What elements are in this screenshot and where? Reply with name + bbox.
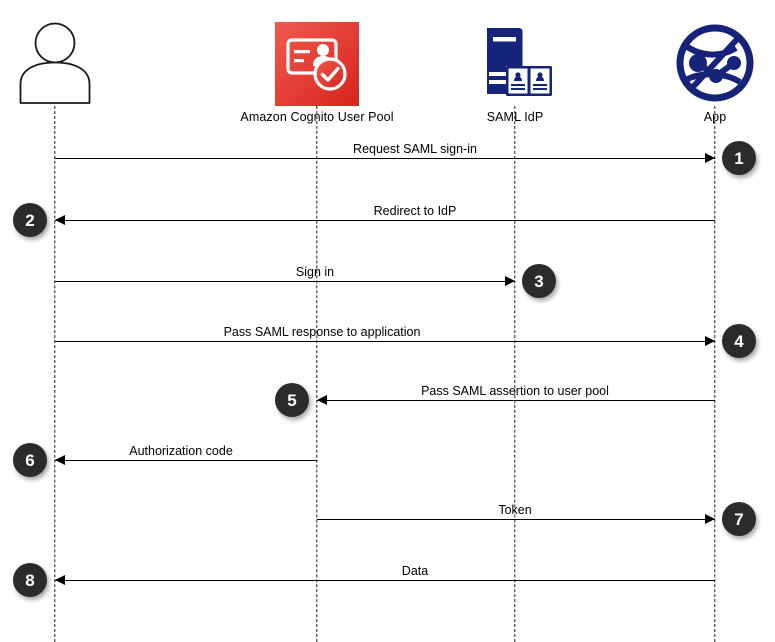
message-line-8 xyxy=(55,580,715,581)
app-globe-network-icon xyxy=(674,22,756,109)
step-badge-6: 6 xyxy=(13,443,47,477)
lifeline-cognito xyxy=(316,106,318,642)
arrow-head-1 xyxy=(705,153,715,163)
arrow-head-6 xyxy=(55,455,65,465)
step-badge-1: 1 xyxy=(722,141,756,175)
step-badge-7: 7 xyxy=(722,502,756,536)
message-line-4 xyxy=(55,341,715,342)
message-label-7: Token xyxy=(498,503,532,517)
arrow-head-3 xyxy=(505,276,515,286)
arrow-head-2 xyxy=(55,215,65,225)
step-badge-5: 5 xyxy=(275,383,309,417)
arrow-head-5 xyxy=(317,395,327,405)
message-label-1: Request SAML sign-in xyxy=(353,142,477,156)
lifeline-app xyxy=(714,106,716,642)
message-label-4: Pass SAML response to application xyxy=(223,325,421,339)
step-badge-2: 2 xyxy=(13,203,47,237)
message-label-5: Pass SAML assertion to user pool xyxy=(421,384,609,398)
step-badge-3: 3 xyxy=(522,264,556,298)
saml-idp-directory-icon xyxy=(475,22,555,107)
message-line-2 xyxy=(55,220,715,221)
amazon-cognito-user-pool-icon xyxy=(275,22,359,111)
message-label-3: Sign in xyxy=(295,265,335,279)
message-label-2: Redirect to IdP xyxy=(373,204,457,218)
message-line-3 xyxy=(55,281,515,282)
arrow-head-7 xyxy=(705,514,715,524)
message-line-5 xyxy=(317,400,715,401)
step-badge-8: 8 xyxy=(13,563,47,597)
message-line-7 xyxy=(317,519,715,520)
message-label-8: Data xyxy=(401,564,429,578)
message-line-6 xyxy=(55,460,317,461)
step-badge-4: 4 xyxy=(722,324,756,358)
lifeline-idp xyxy=(514,106,516,642)
arrow-head-4 xyxy=(705,336,715,346)
arrow-head-8 xyxy=(55,575,65,585)
lifeline-user xyxy=(54,106,56,642)
person-actor-icon xyxy=(15,22,95,109)
message-label-6: Authorization code xyxy=(129,444,233,458)
message-line-1 xyxy=(55,158,715,159)
